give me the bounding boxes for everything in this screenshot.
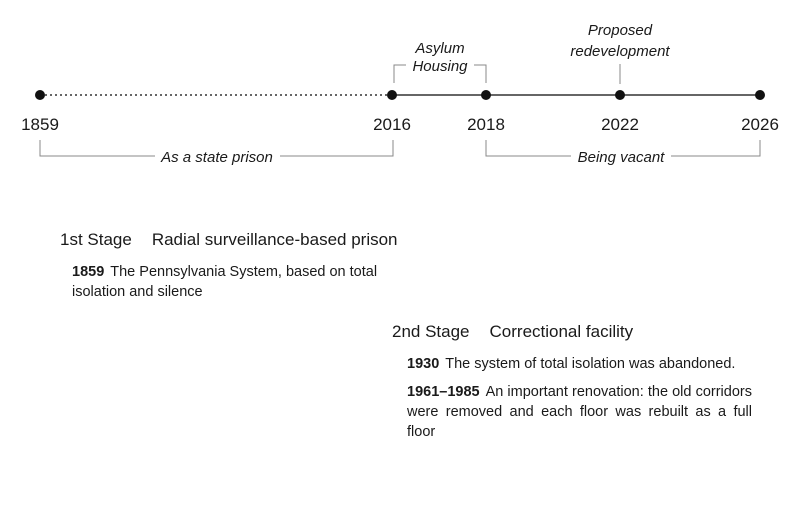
stage-2-entry-1: 1930 The system of total isolation was ab… <box>392 354 752 374</box>
entry-text: The system of total isolation was abando… <box>445 356 736 372</box>
asylum-bracket <box>393 64 487 83</box>
entry-text: The Pennsylvania System, based on total … <box>72 264 378 300</box>
stage-1-heading: 1st Stage Radial surveillance-based priso… <box>60 230 398 250</box>
entry-year: 1859 <box>72 264 105 280</box>
timeline-dot-2016 <box>387 90 397 100</box>
timeline-dot-2022 <box>615 90 625 100</box>
proposed-label-line1: Proposed <box>588 22 653 39</box>
entry-text: An important renovation: the old corrido… <box>407 384 752 440</box>
year-label-2022: 2022 <box>601 115 639 134</box>
asylum-label-line1: Asylum <box>414 40 464 57</box>
stage-2-title: Correctional facility <box>489 322 634 341</box>
stage-1-number: 1st Stage <box>60 230 132 249</box>
stage-2-heading: 2nd Stage Correctional facility <box>392 322 752 342</box>
state-prison-label: As a state prison <box>160 149 273 166</box>
proposed-label-line2: redevelopment <box>570 43 670 60</box>
vacant-bracket <box>485 140 761 157</box>
state-prison-bracket <box>39 140 394 157</box>
asylum-label-line2: Housing <box>412 58 468 75</box>
stage-1-section: 1st Stage Radial surveillance-based priso… <box>60 230 398 302</box>
timeline-diagram: 1859 2016 2018 2022 2026 As a state pris… <box>21 22 779 166</box>
stage-2-number: 2nd Stage <box>392 322 470 341</box>
timeline-dot-2026 <box>755 90 765 100</box>
year-label-2018: 2018 <box>467 115 505 134</box>
stage-1-title: Radial surveillance-based prison <box>151 230 398 249</box>
entry-year: 1930 <box>407 356 440 372</box>
vacant-label: Being vacant <box>578 149 666 166</box>
timeline-dot-2018 <box>481 90 491 100</box>
timeline-dot-1859 <box>35 90 45 100</box>
entry-year: 1961–1985 <box>407 384 480 400</box>
year-label-2026: 2026 <box>741 115 779 134</box>
year-label-2016: 2016 <box>373 115 411 134</box>
stage-2-section: 2nd Stage Correctional facility 1930 The s… <box>392 322 752 442</box>
year-label-1859: 1859 <box>21 115 59 134</box>
